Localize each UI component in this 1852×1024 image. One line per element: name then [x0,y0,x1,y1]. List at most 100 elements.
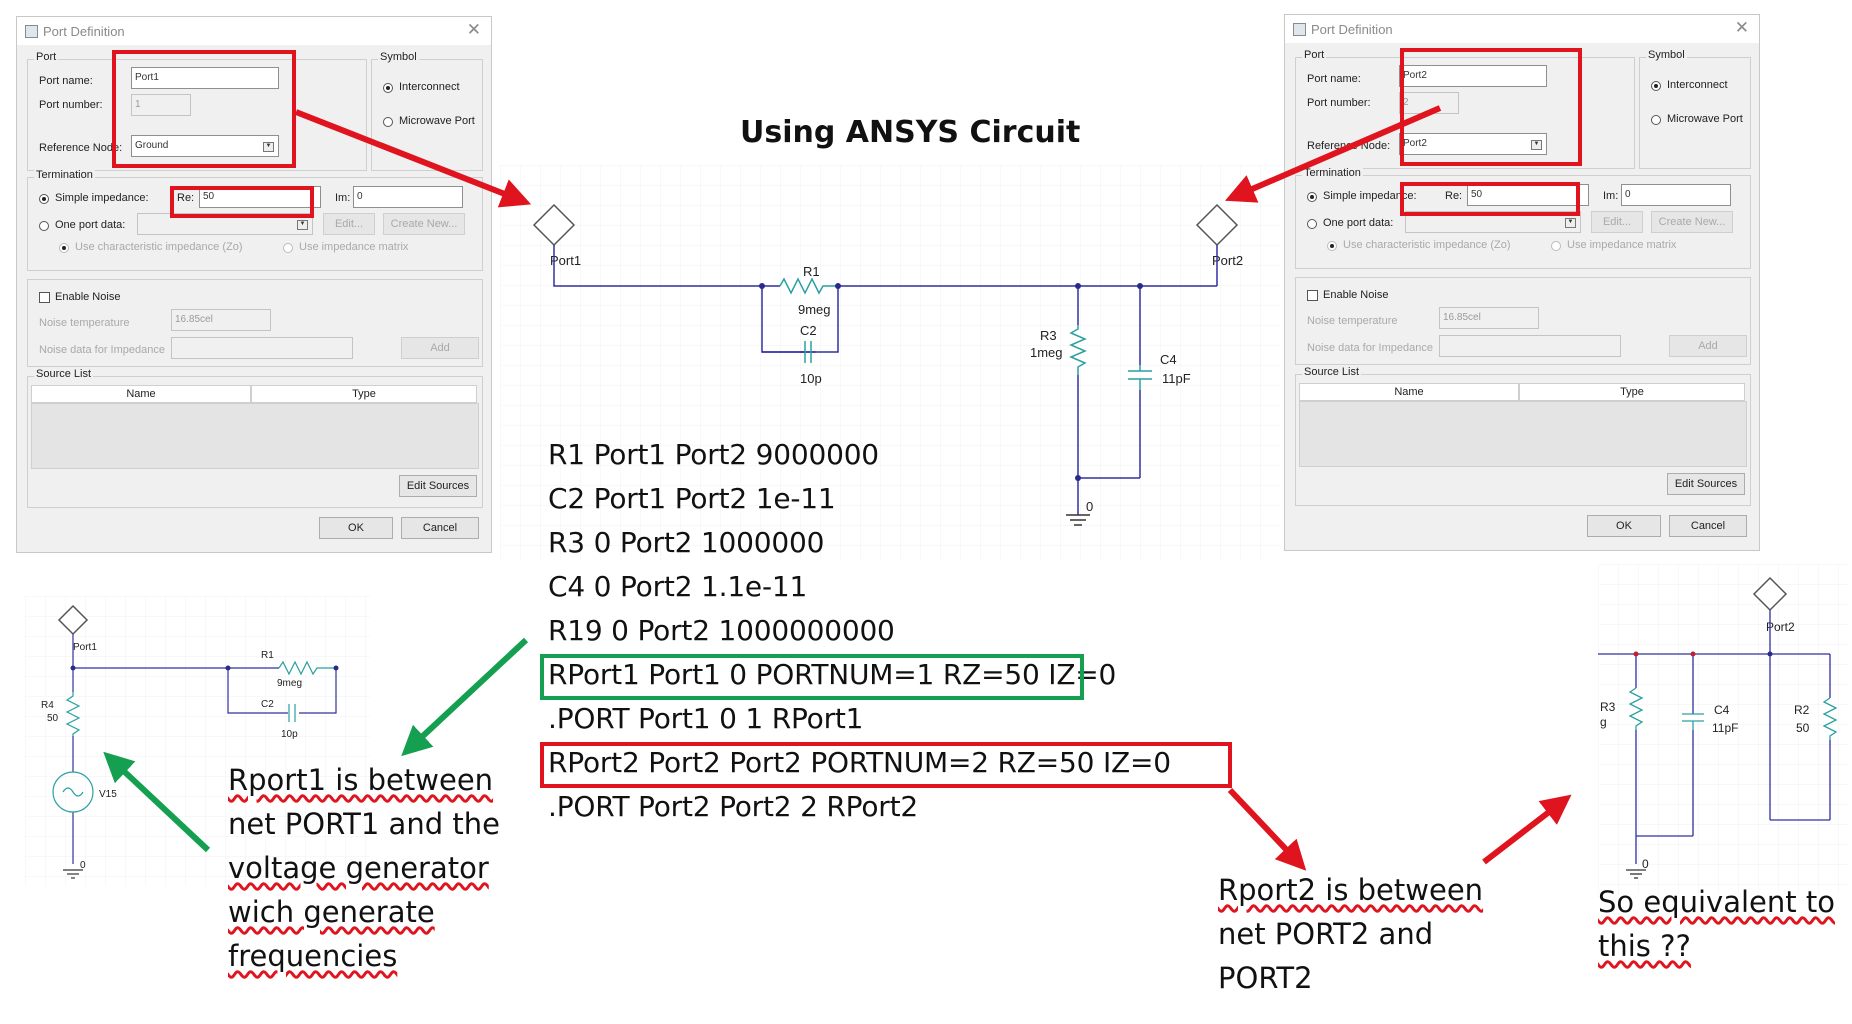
enable-noise-label: Enable Noise [1323,289,1389,301]
netlist-line-1: R1 Port1 Port2 9000000 [548,438,879,471]
netlist-line-7: .PORT Port1 0 1 RPort1 [548,702,864,735]
chevron-down-icon: ▼ [297,220,308,230]
c2-value: 10p [800,371,822,386]
r4-value: 50 [47,713,59,724]
port-number-label: Port number: [1307,97,1371,109]
symbol-group-label: Symbol [1646,49,1687,61]
interconnect-label: Interconnect [1667,79,1728,91]
netlist-line-3: R3 0 Port2 1000000 [548,526,825,559]
port-name-label: Port name: [1307,73,1361,85]
col-header-name[interactable]: Name [1299,383,1519,401]
highlight-port2-fields [1400,48,1582,166]
interconnect-radio[interactable] [383,83,393,93]
arrow-rport1-note-to-netlist [401,637,529,757]
reference-node-value: Ground [135,140,169,151]
simple-impedance-radio[interactable] [39,194,49,204]
r2-name: R2 [1794,703,1810,717]
source-list-area[interactable] [1299,401,1747,467]
cancel-button[interactable]: Cancel [1669,515,1747,537]
port-definition-dialog-1: Port Definition ✕ Port Port name: Port1 … [16,16,492,553]
symbol-group: Symbol [1639,49,1751,169]
interconnect-label: Interconnect [399,81,460,93]
close-icon[interactable]: ✕ [466,20,481,39]
source-list-group: Source List [1295,366,1751,506]
source-list-label: Source List [1302,366,1362,378]
enable-noise-checkbox[interactable] [1307,290,1318,301]
close-icon[interactable]: ✕ [1734,18,1749,37]
microwave-port-label: Microwave Port [399,115,475,127]
microwave-port-label: Microwave Port [1667,113,1743,125]
port-number-label: Port number: [39,99,103,111]
ok-button[interactable]: OK [319,517,393,539]
im-input[interactable]: 0 [353,186,463,208]
use-impedance-matrix-label: Use impedance matrix [1567,239,1677,251]
noise-temperature-input: 16.85cel [171,309,271,331]
port-number-input: 1 [131,94,191,116]
c4-value: 11pF [1162,371,1191,386]
port-group-label: Port [34,51,59,63]
c2-name: C2 [800,323,817,338]
edit-sources-button[interactable]: Edit Sources [1667,473,1745,495]
source-list-area[interactable] [31,403,479,469]
ground-icon [63,869,83,879]
col-header-name[interactable]: Name [31,385,251,403]
one-port-data-label: One port data: [55,219,126,231]
c4-name: C4 [1714,703,1730,717]
create-new-button: Create New... [1651,211,1733,233]
port2-label: Port2 [1766,620,1795,634]
r2-resistor [1822,697,1838,740]
reference-node-select[interactable]: Ground ▼ [131,135,279,157]
arrow-rport2-line-to-note [1227,787,1307,871]
port-group-label: Port [1302,49,1327,61]
noise-group [27,279,483,367]
one-port-data-radio[interactable] [39,221,49,231]
port-name-input[interactable]: Port2 [1399,65,1547,87]
highlight-rport2-line [540,742,1232,788]
enable-noise-checkbox[interactable] [39,292,50,303]
arrow-note-to-equivalent [1482,794,1572,865]
noise-temperature-input: 16.85cel [1439,307,1539,329]
netlist-line-5: R19 0 Port2 1000000000 [548,614,895,647]
app-icon [25,25,38,38]
r1-value: 9meg [798,302,831,317]
chevron-down-icon: ▼ [263,142,274,152]
port-name-input[interactable]: Port1 [131,67,279,89]
microwave-port-radio[interactable] [1651,115,1661,125]
r1-resistor [779,277,838,295]
ok-button[interactable]: OK [1587,515,1661,537]
create-new-button: Create New... [383,213,465,235]
simple-impedance-label: Simple impedance: [55,192,149,204]
port2-label: Port2 [1212,253,1243,268]
note-line: voltage generator [228,851,489,885]
col-header-type[interactable]: Type [1519,383,1745,401]
ground-label: 0 [80,860,86,871]
cancel-button[interactable]: Cancel [401,517,479,539]
noise-data-label: Noise data for Impedance [39,344,165,356]
r3-name: R3 [1600,700,1616,714]
port-definition-dialog-2: Port Definition ✕ Port Port name: Port2 … [1284,14,1760,551]
noise-data-input [171,337,353,359]
note-line: net PORT1 and the [228,807,500,841]
add-button: Add [1669,335,1747,357]
netlist-line-9: .PORT Port2 Port2 2 RPort2 [548,790,918,823]
re-label: Re: [177,192,195,204]
c2-capacitor [804,341,812,363]
use-impedance-matrix-radio [283,243,293,253]
use-char-impedance-radio [59,243,69,253]
col-header-type[interactable]: Type [251,385,477,403]
ground-icon [1626,869,1646,879]
microwave-port-radio[interactable] [383,117,393,127]
noise-group [1295,277,1751,365]
c2-capacitor [288,704,296,722]
interconnect-radio[interactable] [1651,81,1661,91]
simple-impedance-radio[interactable] [1307,192,1317,202]
use-impedance-matrix-radio [1551,241,1561,251]
use-char-impedance-label: Use characteristic impedance (Zo) [75,241,243,253]
r1-name: R1 [803,264,820,279]
edit-sources-button[interactable]: Edit Sources [399,475,477,497]
im-label: Im: [1603,190,1619,202]
im-input[interactable]: 0 [1621,184,1731,206]
r3-name: R3 [1040,328,1057,343]
r2-value: 50 [1796,721,1810,735]
one-port-data-radio[interactable] [1307,219,1317,229]
